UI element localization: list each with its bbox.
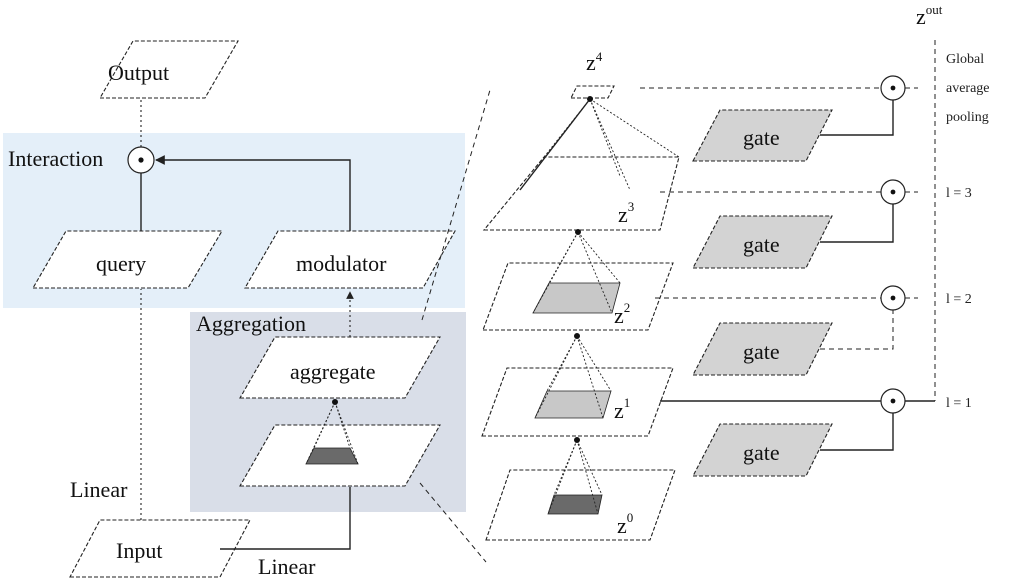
operator-l3: [880, 179, 906, 205]
z3-pyramid: [519, 96, 680, 191]
gate-gap: gate: [692, 109, 833, 162]
aggregate-label: aggregate: [290, 359, 376, 384]
aggregate-box: aggregate: [239, 336, 441, 399]
z-out-label: zout: [916, 2, 943, 29]
z1-label: z1: [614, 395, 630, 423]
z1-plane: z1: [481, 333, 674, 437]
gate-l3: gate: [692, 215, 833, 269]
gate-l1: gate: [692, 423, 833, 477]
gap-label-3: pooling: [946, 110, 989, 125]
query-label: query: [96, 251, 146, 276]
z4-label: z4: [586, 49, 603, 75]
z0-label: z0: [617, 510, 633, 538]
gate-l1-link: [820, 413, 894, 451]
input-to-feature-link: [220, 487, 351, 550]
output-box: Output: [99, 40, 239, 99]
z2-plane: z2: [482, 229, 674, 331]
input-label: Input: [116, 538, 162, 563]
feature-pyramid: [305, 399, 359, 465]
query-box: query: [32, 230, 223, 289]
aggregation-label: Aggregation: [196, 311, 306, 336]
gate-gap-label: gate: [743, 125, 780, 150]
feature-plane: [239, 399, 441, 487]
z3-label: z3: [618, 199, 634, 227]
modulator-to-interaction-link: [155, 155, 351, 231]
level-label-l3: l = 3: [946, 186, 972, 201]
level-label-l2: l = 2: [946, 292, 972, 307]
interaction-label: Interaction: [8, 146, 103, 171]
gate-l1-label: gate: [743, 440, 780, 465]
z2-label: z2: [614, 300, 630, 328]
operator-l1: [880, 388, 906, 414]
input-box: Input: [69, 519, 251, 578]
gate-gap-link: [820, 100, 894, 136]
output-label: Output: [108, 60, 169, 85]
z4-node: z4: [570, 49, 615, 99]
interaction-operator: [127, 146, 155, 174]
operator-l2: [880, 285, 906, 311]
gate-l3-link: [820, 204, 894, 243]
z0-pyramid: [547, 437, 603, 515]
modulator-label: modulator: [296, 251, 387, 276]
gate-l2-link: [820, 310, 894, 350]
modulator-box: modulator: [244, 230, 456, 289]
gate-l2: gate: [692, 322, 833, 376]
z0-plane: z0: [485, 437, 676, 541]
operator-gap: [880, 75, 906, 101]
level-label-l1: l = 1: [946, 396, 972, 411]
z1-pyramid: [534, 333, 612, 419]
zoom-line-top: [421, 89, 491, 321]
z3-plane: z3: [482, 96, 680, 231]
linear-label-bottom: Linear: [258, 554, 316, 579]
zoom-line-bottom: [419, 482, 487, 563]
gap-label-2: average: [946, 81, 990, 96]
z2-pyramid: [532, 229, 621, 314]
gap-label-1: Global: [946, 52, 984, 67]
gate-l3-label: gate: [743, 232, 780, 257]
linear-label-left: Linear: [70, 477, 128, 502]
gate-l2-label: gate: [743, 339, 780, 364]
